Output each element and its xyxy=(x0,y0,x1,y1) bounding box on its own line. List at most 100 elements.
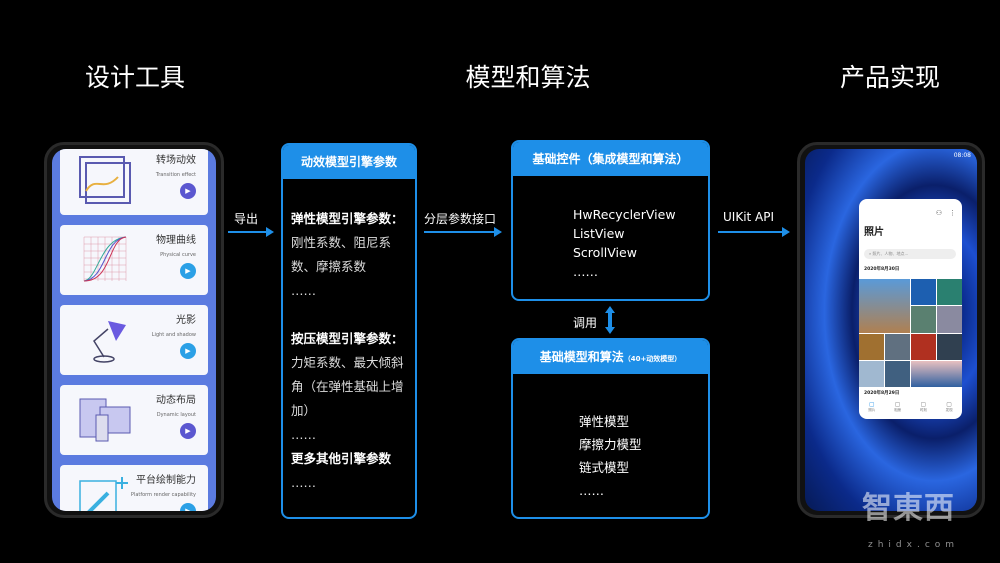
card-title: 物理曲线 xyxy=(156,235,196,246)
feature-card[interactable]: 动态布局 Dynamic layout ▶ xyxy=(60,385,208,455)
engine-params-box: 动效模型引擎参数 弹性模型引擎参数：刚性系数、阻尼系数、摩擦系数…… 按压模型引… xyxy=(281,143,417,519)
tab-icon: ▢ xyxy=(946,401,952,408)
tab-item[interactable]: ▢时刻 xyxy=(920,401,927,413)
tab-label: 照片 xyxy=(868,408,876,412)
arrow-right-icon xyxy=(228,227,274,237)
photo[interactable] xyxy=(937,279,962,306)
feature-card[interactable]: 转场动效 Transition effect ▶ xyxy=(60,149,208,215)
engine-param-line: 力矩系数、最大倾斜 xyxy=(291,355,404,370)
feature-illustration-icon xyxy=(78,235,133,285)
account-icon[interactable]: ⚇ xyxy=(935,209,942,217)
search-input[interactable]: ⌕ 照片、人物、地点... xyxy=(864,249,956,259)
engine-param-line: 弹性模型引擎参数： xyxy=(291,211,404,226)
date-header: 2020年8月30日 xyxy=(864,267,900,272)
tab-label: 发现 xyxy=(945,408,953,412)
list-item: …… xyxy=(579,483,604,498)
heading-product: 产品实现 xyxy=(839,63,940,92)
feature-card[interactable]: 平台绘制能力 Platform render capability ▶ xyxy=(60,465,208,511)
list-item: 弹性模型 xyxy=(579,414,630,429)
engine-param-line: …… xyxy=(291,427,316,442)
engine-param-line: 角（在弹性基础上增 xyxy=(291,379,404,394)
feature-card[interactable]: 物理曲线 Physical curve ▶ xyxy=(60,225,208,295)
tab-icon: ▢ xyxy=(920,401,927,408)
photo[interactable] xyxy=(885,333,910,360)
gallery-app-card[interactable]: ⚇ ⋮ 照片 ⌕ 照片、人物、地点... 2020年8月30日 2020年8月2… xyxy=(859,199,962,419)
card-subtitle: Physical curve xyxy=(160,252,196,258)
engine-param-line: 加） xyxy=(291,403,317,418)
card-subtitle: Transition effect xyxy=(155,172,196,178)
list-item: ScrollView xyxy=(573,245,637,260)
engine-param-line: …… xyxy=(291,283,316,298)
card-title: 平台绘制能力 xyxy=(136,475,196,486)
photo[interactable] xyxy=(859,333,884,360)
play-button[interactable]: ▶ xyxy=(180,503,196,511)
arrow-right-icon xyxy=(718,227,790,237)
play-button[interactable]: ▶ xyxy=(180,423,196,439)
more-icon[interactable]: ⋮ xyxy=(949,209,956,217)
photo[interactable] xyxy=(911,279,936,306)
double-arrow-icon xyxy=(605,306,615,334)
photo[interactable] xyxy=(885,360,910,387)
interface-label: 分层参数接口 xyxy=(424,212,497,226)
models-title-note: （40+动效模型） xyxy=(623,355,682,363)
feature-illustration-icon xyxy=(78,395,133,445)
heading-design-tools: 设计工具 xyxy=(84,63,185,92)
card-title: 转场动效 xyxy=(156,155,196,166)
export-label: 导出 xyxy=(234,212,259,226)
list-item: ListView xyxy=(573,226,625,241)
uikit-label: UIKit API xyxy=(723,210,775,224)
list-item: 摩擦力模型 xyxy=(579,437,642,452)
models-box: 基础模型和算法（40+动效模型） 弹性模型摩擦力模型链式模型 …… xyxy=(511,338,710,519)
feature-illustration-icon xyxy=(78,155,133,205)
play-button[interactable]: ▶ xyxy=(180,343,196,359)
tab-item[interactable]: ▢照片 xyxy=(868,401,875,413)
tab-icon: ▢ xyxy=(869,401,875,408)
app-title: 照片 xyxy=(864,227,884,238)
feature-illustration-icon xyxy=(78,315,133,365)
photo[interactable] xyxy=(911,333,936,360)
feature-illustration-icon xyxy=(78,475,133,511)
engine-param-line: 更多其他引擎参数 xyxy=(291,451,392,466)
product-phone: 08:08 ⚇ ⋮ 照片 ⌕ 照片、人物、地点... 2020年8月30日 20… xyxy=(797,142,985,518)
wallpaper: 08:08 ⚇ ⋮ 照片 ⌕ 照片、人物、地点... 2020年8月30日 20… xyxy=(805,149,977,511)
status-time: 08:08 xyxy=(953,152,971,159)
tab-label: 时刻 xyxy=(919,408,927,412)
photo[interactable] xyxy=(937,306,962,333)
engine-param-line: 数、摩擦系数 xyxy=(291,259,367,274)
list-item: 链式模型 xyxy=(579,460,630,475)
engine-param-line xyxy=(291,303,415,327)
tab-label: 相册 xyxy=(894,408,902,412)
list-item: …… xyxy=(573,264,598,279)
card-subtitle: Dynamic layout xyxy=(156,412,196,418)
photo-grid xyxy=(859,279,962,387)
models-box-title: 基础模型和算法（40+动效模型） xyxy=(513,340,708,374)
watermark-logo: 智東西 xyxy=(862,491,955,526)
heading-models: 模型和算法 xyxy=(465,63,591,92)
feature-card[interactable]: 光影 Light and shadow ▶ xyxy=(60,305,208,375)
tab-item[interactable]: ▢发现 xyxy=(946,401,953,413)
search-placeholder: 照片、人物、地点... xyxy=(872,251,909,256)
call-label: 调用 xyxy=(573,316,598,330)
photo[interactable] xyxy=(911,360,962,387)
models-title: 基础模型和算法 xyxy=(539,350,624,364)
controls-box-title: 基础控件（集成模型和算法） xyxy=(513,142,708,176)
design-phone: 转场动效 Transition effect ▶ 物理曲线 Physical curve… xyxy=(44,142,224,518)
tab-item[interactable]: ▢相册 xyxy=(894,401,901,413)
arrow-right-icon xyxy=(424,227,502,237)
photo[interactable] xyxy=(911,306,936,333)
play-button[interactable]: ▶ xyxy=(180,183,196,199)
date-header: 2020年8月29日 xyxy=(864,391,900,396)
watermark-url: zhidx.com xyxy=(868,540,960,550)
card-subtitle: Platform render capability xyxy=(130,492,196,498)
engine-param-line: …… xyxy=(291,475,316,490)
photo[interactable] xyxy=(937,333,962,360)
tab-icon: ▢ xyxy=(894,401,901,408)
photo[interactable] xyxy=(859,360,884,387)
card-subtitle: Light and shadow xyxy=(151,332,196,338)
card-title: 动态布局 xyxy=(156,395,196,406)
card-title: 光影 xyxy=(176,315,196,326)
photo[interactable] xyxy=(859,279,910,333)
play-button[interactable]: ▶ xyxy=(180,263,196,279)
engine-param-line: 刚性系数、阻尼系 xyxy=(291,235,392,250)
